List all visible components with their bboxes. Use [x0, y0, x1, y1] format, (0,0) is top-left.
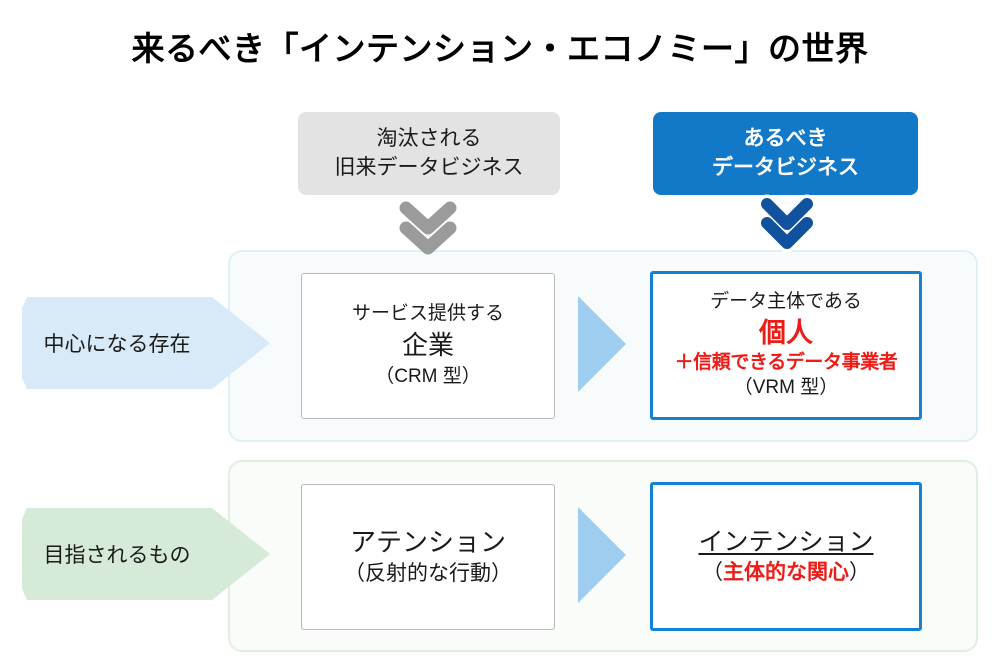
category-arrow-shape-blue — [22, 297, 270, 389]
box-r1l-line3: （CRM 型） — [375, 365, 481, 387]
header-legacy-line1: 淘汰される — [376, 127, 482, 151]
box-r1r-line3: ＋信頼できるデータ事業者 — [674, 351, 898, 373]
category-label-text-1: 中心になる存在 — [43, 333, 191, 356]
paren-open: （ — [702, 561, 723, 585]
category-label-text-2: 目指されるもの — [43, 544, 191, 567]
double-chevron-down-blue-icon — [751, 192, 823, 253]
box-r2r-line1: インテンション — [698, 527, 874, 556]
header-ideal-line2: データビジネス — [712, 155, 859, 179]
box-r2l-line2: （反射的な行動） — [344, 562, 512, 586]
box-r1r-line4: （VRM 型） — [733, 377, 839, 399]
box-r1r-line2: 個人 — [759, 317, 813, 348]
category-arrow-shape-green — [22, 508, 270, 600]
box-r1l-line2: 企業 — [401, 330, 454, 361]
header-legacy-data-business[interactable]: 淘汰される 旧来データビジネス — [298, 112, 560, 195]
header-legacy-line2: 旧来データビジネス — [334, 155, 524, 179]
box-ideal-center-entity[interactable]: データ主体である 個人 ＋信頼できるデータ事業者 （VRM 型） — [650, 271, 922, 420]
box-r1l-line1: サービス提供する — [351, 303, 504, 325]
category-label-center-entity: 中心になる存在 — [22, 297, 270, 389]
box-r1r-line1: データ主体である — [710, 290, 862, 312]
page-title: 来るべき「インテンション・エコノミー」の世界 — [131, 30, 869, 67]
box-legacy-goal[interactable]: アテンション （反射的な行動） — [301, 484, 555, 630]
box-r2l-line1: アテンション — [349, 526, 506, 557]
paren-emphasis: 主体的な関心 — [723, 561, 849, 585]
box-ideal-goal[interactable]: インテンション （主体的な関心） — [650, 482, 922, 631]
header-ideal-data-business[interactable]: あるべき データビジネス — [653, 112, 918, 195]
box-r2r-line2: （主体的な関心） — [702, 559, 870, 588]
header-ideal-line1: あるべき — [743, 127, 828, 151]
box-legacy-center-entity[interactable]: サービス提供する 企業 （CRM 型） — [301, 273, 555, 419]
category-label-goal: 目指されるもの — [22, 508, 270, 600]
double-chevron-down-gray-icon — [392, 198, 464, 256]
paren-close: ） — [849, 561, 870, 585]
